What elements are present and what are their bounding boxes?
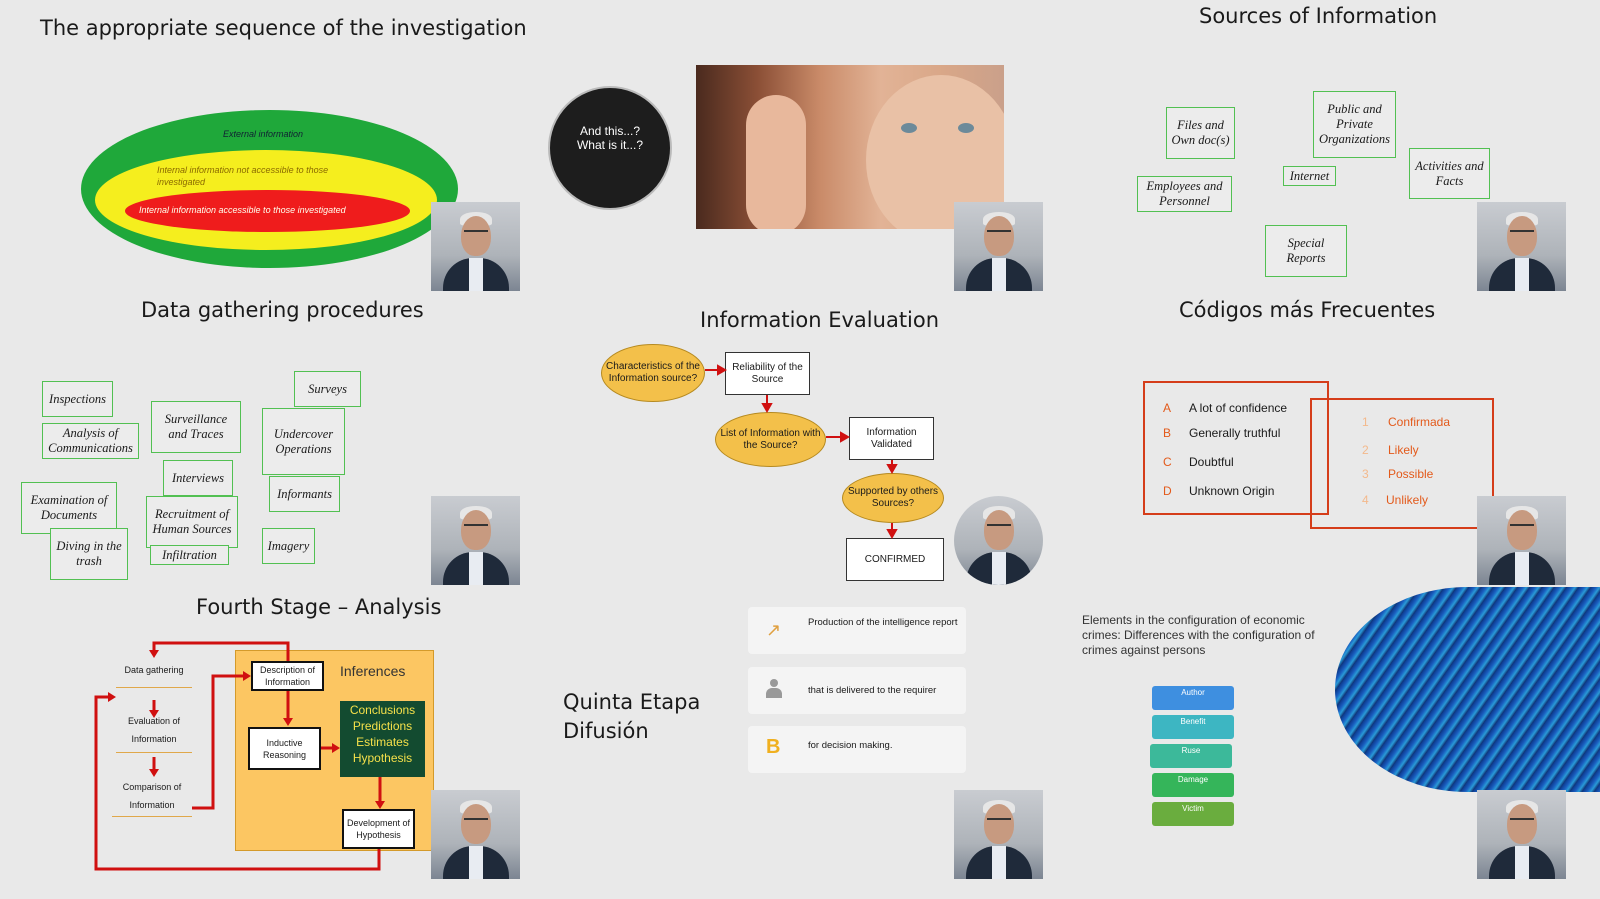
element-button: Ruse bbox=[1150, 744, 1232, 768]
presenter-video-thumbnail bbox=[954, 790, 1043, 879]
slide8-title-line1: Quinta Etapa bbox=[563, 690, 700, 714]
dissemination-card: that is delivered to the requirer bbox=[748, 667, 966, 714]
card-text: that is delivered to the requirer bbox=[808, 685, 936, 696]
card-text: Production of the intelligence report bbox=[808, 617, 957, 628]
element-button: Author bbox=[1152, 686, 1234, 710]
dissemination-card: B for decision making. bbox=[748, 726, 966, 773]
chart-icon: ↗ bbox=[766, 620, 781, 641]
slide9-text: Elements in the configuration of economi… bbox=[1082, 613, 1322, 658]
element-button: Damage bbox=[1152, 773, 1234, 797]
presenter-video-thumbnail bbox=[1477, 790, 1566, 879]
element-button: Benefit bbox=[1152, 715, 1234, 739]
abstract-wave-graphic bbox=[1335, 587, 1600, 792]
slide8-title-line2: Difusión bbox=[563, 719, 649, 743]
person-icon bbox=[766, 679, 780, 699]
dissemination-card: ↗ Production of the intelligence report bbox=[748, 607, 966, 654]
presenter-video-thumbnail bbox=[431, 790, 520, 879]
element-button: Victim bbox=[1152, 802, 1234, 826]
card-text: for decision making. bbox=[808, 740, 892, 751]
bitcoin-icon: B bbox=[766, 736, 780, 759]
